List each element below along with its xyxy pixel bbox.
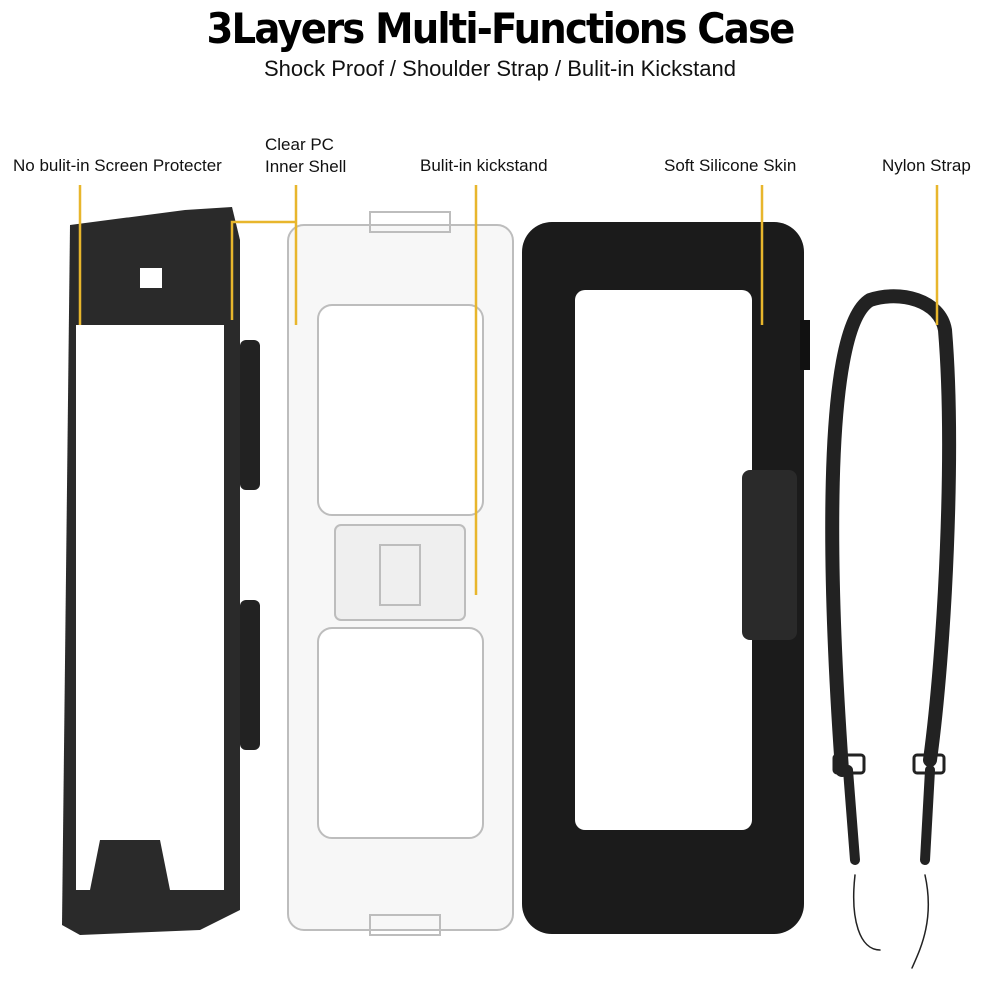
callout-kickstand: Bulit-in kickstand bbox=[420, 156, 548, 175]
callout-silicone-skin: Soft Silicone Skin bbox=[664, 156, 797, 175]
silicone-skin-image bbox=[522, 222, 810, 934]
callout-nylon-strap: Nylon Strap bbox=[882, 156, 971, 175]
screen-frame-image bbox=[62, 207, 260, 935]
clear-shell-image bbox=[287, 211, 514, 936]
product-subtitle: Shock Proof / Shoulder Strap / Bulit-in … bbox=[263, 56, 736, 81]
callout-screen-protector: No bulit-in Screen Protecter bbox=[13, 156, 222, 175]
leader-lines bbox=[78, 185, 939, 595]
product-title: 3Layers Multi-Functions Case bbox=[206, 4, 796, 53]
callout-inner-shell-line1: Clear PC bbox=[265, 135, 334, 154]
callout-inner-shell: Clear PC Inner Shell bbox=[265, 134, 346, 178]
nylon-strap-image bbox=[825, 289, 957, 969]
callout-inner-shell-line2: Inner Shell bbox=[265, 157, 347, 176]
